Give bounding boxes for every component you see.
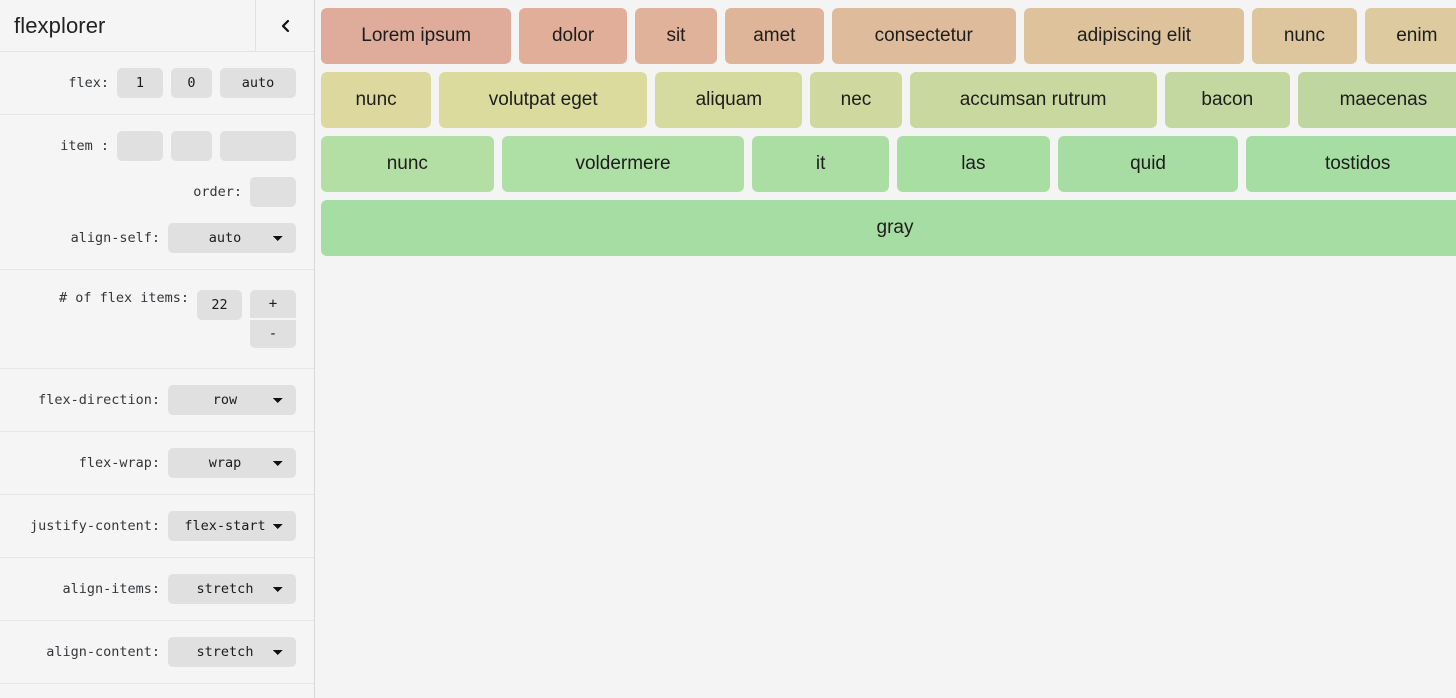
flex-item-label: nec [840, 89, 872, 110]
flex-item[interactable]: consectetur [831, 8, 1016, 64]
order-row: order: [0, 169, 314, 215]
align-content-section: align-content: stretchflex-startflex-end… [0, 621, 314, 684]
align-content-label: align-content: [46, 644, 160, 660]
flex-item-label: nunc [386, 153, 428, 174]
flex-item[interactable]: enim [1364, 8, 1456, 64]
align-self-row: align-self: autoflex-startflex-endcenter… [0, 215, 314, 261]
flex-direction-row: flex-direction: rowrow-reversecolumncolu… [0, 377, 314, 423]
flex-item-label: maecenas [1339, 89, 1428, 110]
justify-content-row: justify-content: flex-startflex-endcente… [0, 503, 314, 549]
flex-item-label: bacon [1201, 89, 1254, 110]
flex-item-label: nunc [355, 89, 397, 110]
flex-wrap-select[interactable]: nowrapwrapwrap-reverse [168, 448, 296, 478]
flex-item-label: voldermere [575, 153, 671, 174]
app-title: flexplorer [14, 12, 106, 38]
justify-content-select[interactable]: flex-startflex-endcenterspace-betweenspa… [168, 511, 296, 541]
flex-direction-select[interactable]: rowrow-reversecolumncolumn-reverse [168, 385, 296, 415]
flex-item-label: enim [1396, 25, 1438, 46]
increment-items-button[interactable]: + [250, 290, 296, 318]
flex-basis-input[interactable] [220, 68, 296, 98]
item-input-3[interactable] [220, 131, 296, 161]
flex-direction-section: flex-direction: rowrow-reversecolumncolu… [0, 369, 314, 432]
flex-item[interactable]: dolor [519, 8, 627, 64]
flex-item[interactable]: volutpat eget [439, 72, 648, 128]
flex-wrap-row: flex-wrap: nowrapwrapwrap-reverse [0, 440, 314, 486]
flex-item-label: quid [1130, 153, 1166, 174]
decrement-items-button[interactable]: - [250, 320, 296, 348]
flex-item-label: Lorem ipsum [361, 25, 472, 46]
align-items-section: align-items: stretchflex-startflex-endce… [0, 558, 314, 621]
align-items-label: align-items: [62, 581, 160, 597]
flex-item[interactable]: gray [321, 200, 1456, 256]
flex-item[interactable]: nunc [1252, 8, 1357, 64]
justify-content-label: justify-content: [29, 518, 160, 534]
align-items-row: align-items: stretchflex-startflex-endce… [0, 566, 314, 612]
flex-item-label: sit [666, 25, 686, 46]
flex-shrink-input[interactable] [171, 68, 212, 98]
flex-item[interactable]: nec [810, 72, 902, 128]
flex-item[interactable]: aliquam [655, 72, 803, 128]
item-input-1[interactable] [117, 131, 163, 161]
flex-item[interactable]: amet [725, 8, 824, 64]
flex-item-count-input[interactable] [197, 290, 242, 320]
align-self-label: align-self: [70, 230, 160, 246]
flex-item-count-section: # of flex items: + - [0, 270, 314, 369]
flex-item-label: volutpat eget [488, 89, 598, 110]
align-items-select[interactable]: stretchflex-startflex-endcenterbaseline [168, 574, 296, 604]
flex-wrap-section: flex-wrap: nowrapwrapwrap-reverse [0, 432, 314, 495]
flex-wrap-label: flex-wrap: [78, 455, 160, 471]
controls-sidebar: flexplorer flex: item : [0, 0, 315, 698]
flex-item-label: adipiscing elit [1077, 25, 1192, 46]
flex-item-label: gray [876, 217, 914, 238]
flex-item[interactable]: voldermere [501, 136, 745, 192]
flex-item[interactable]: quid [1057, 136, 1239, 192]
flex-item[interactable]: las [897, 136, 1050, 192]
flex-item-label: it [815, 153, 826, 174]
flex-item-label: nunc [1283, 25, 1326, 46]
align-content-select[interactable]: stretchflex-startflex-endcenterspace-bet… [168, 637, 296, 667]
flex-item[interactable]: tostidos [1246, 136, 1456, 192]
flex-item[interactable]: adipiscing elit [1023, 8, 1245, 64]
flex-item-label: dolor [551, 25, 595, 46]
flex-item-count-stepper: + - [250, 290, 296, 348]
flex-direction-label: flex-direction: [38, 392, 160, 408]
flex-item-label: accumsan rutrum [959, 89, 1107, 110]
chevron-left-icon [279, 19, 291, 33]
flex-item-label: amet [753, 25, 796, 46]
flex-label: flex: [68, 75, 109, 91]
flex-grow-input[interactable] [117, 68, 163, 98]
item-input-2[interactable] [171, 131, 212, 161]
align-self-select[interactable]: autoflex-startflex-endcenterbaselinestre… [168, 223, 296, 253]
flex-item[interactable]: nunc [321, 136, 494, 192]
flex-item-label: las [961, 153, 986, 174]
flex-item[interactable]: accumsan rutrum [909, 72, 1157, 128]
flex-shorthand-row: flex: [0, 60, 314, 106]
item-properties-section: item : order: align-self: autoflex-start… [0, 115, 314, 270]
flex-item-label: tostidos [1324, 153, 1391, 174]
flex-item-count-label: # of flex items: [58, 290, 189, 306]
item-label: item : [60, 138, 109, 154]
item-row: item : [0, 123, 314, 169]
flex-item-count-row: # of flex items: + - [0, 278, 314, 360]
flex-item[interactable]: Lorem ipsum [321, 8, 512, 64]
justify-content-section: justify-content: flex-startflex-endcente… [0, 495, 314, 558]
sidebar-header: flexplorer [0, 0, 314, 52]
flex-item[interactable]: it [752, 136, 890, 192]
flex-item[interactable]: nunc [321, 72, 432, 128]
align-content-row: align-content: stretchflex-startflex-end… [0, 629, 314, 675]
flex-item-label: aliquam [695, 89, 763, 110]
flex-item[interactable]: maecenas [1297, 72, 1456, 128]
order-label: order: [193, 184, 242, 200]
order-input[interactable] [250, 177, 296, 207]
sidebar-collapse-button[interactable] [255, 0, 314, 52]
flex-item[interactable]: bacon [1164, 72, 1290, 128]
flex-container: Lorem ipsum dolor sit amet consectetur adipis… [321, 8, 1456, 256]
flex-item-label: consectetur [874, 25, 973, 46]
flex-shorthand-section: flex: [0, 52, 314, 115]
flex-item[interactable]: sit [634, 8, 718, 64]
preview-area: Lorem ipsum dolor sit amet consectetur adipis… [315, 0, 1456, 698]
